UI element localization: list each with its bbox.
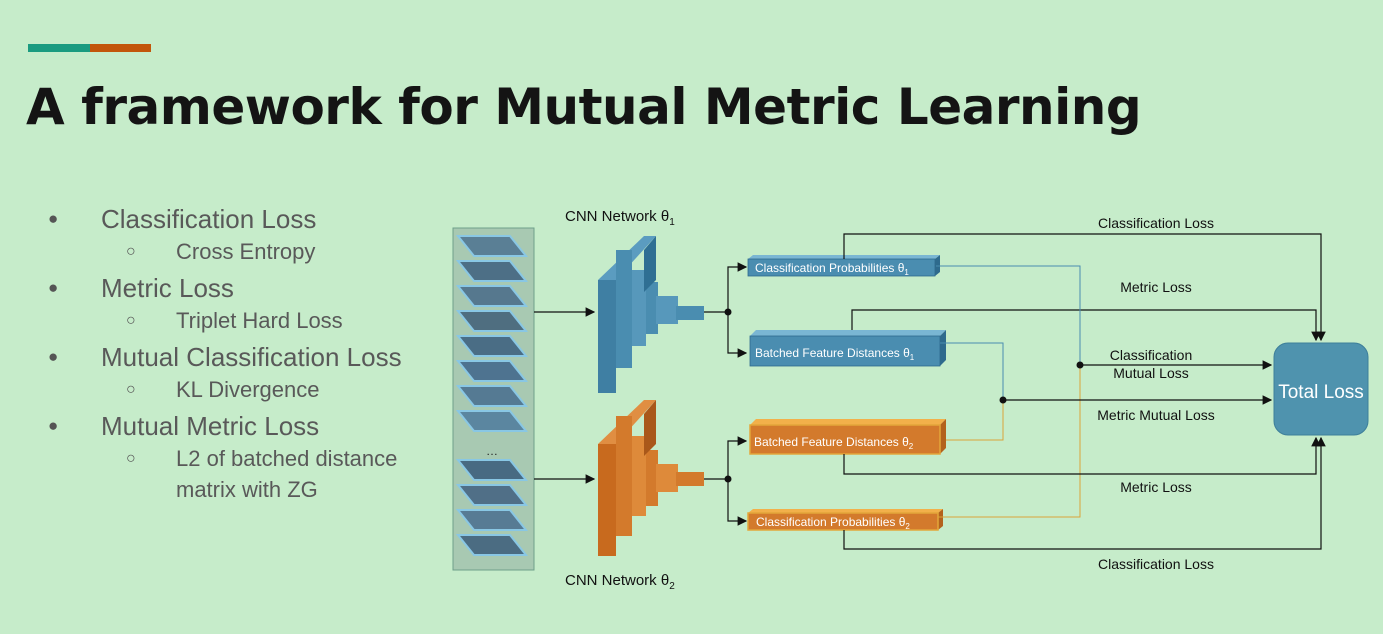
svg-text:Batched Feature Distances θ2: Batched Feature Distances θ2 bbox=[754, 435, 914, 451]
cnn-network-2 bbox=[598, 400, 704, 556]
bullet-classification-loss: Classification Loss bbox=[44, 202, 436, 236]
sub-bullet-triplet-hard-loss: Triplet Hard Loss bbox=[44, 305, 436, 336]
bullet-metric-loss: Metric Loss bbox=[44, 271, 436, 305]
bullet-mutual-classification-loss: Mutual Classification Loss bbox=[44, 340, 436, 374]
svg-text:Classification Probabilities θ: Classification Probabilities θ1 bbox=[755, 261, 909, 277]
input-image-batch: … bbox=[452, 227, 535, 571]
box-batched-feature-distances-2: Batched Feature Distances θ2 bbox=[749, 419, 946, 455]
edge-classification-loss-top bbox=[843, 233, 1326, 342]
bullet-list: Classification Loss Cross Entropy Metric… bbox=[44, 202, 436, 509]
person-image-stack-bottom bbox=[455, 459, 529, 556]
cnn-network-2-label: CNN Network θ2 bbox=[565, 572, 675, 592]
accent-bar-orange bbox=[90, 44, 151, 52]
label-metric-loss-top: Metric Loss bbox=[1120, 279, 1192, 295]
label-metric-mutual-loss: Metric Mutual Loss bbox=[1097, 407, 1214, 423]
label-classification-mutual-1: Classification bbox=[1110, 347, 1192, 363]
label-metric-loss-bottom: Metric Loss bbox=[1120, 479, 1192, 495]
label-classification-mutual-2: Mutual Loss bbox=[1113, 365, 1188, 381]
edge-metric-loss-top bbox=[851, 309, 1321, 342]
bullet-mutual-metric-loss: Mutual Metric Loss bbox=[44, 409, 436, 443]
person-image-stack-top bbox=[455, 235, 529, 432]
slide-title: A framework for Mutual Metric Learning bbox=[26, 78, 1142, 136]
total-loss-node: Total Loss bbox=[1273, 342, 1369, 436]
svg-text:Classification Probabilities θ: Classification Probabilities θ2 bbox=[756, 515, 910, 531]
cnn-network-1-label: CNN Network θ1 bbox=[565, 208, 675, 228]
label-classification-loss-top: Classification Loss bbox=[1098, 215, 1214, 231]
box-classification-probabilities-2: Classification Probabilities θ2 bbox=[747, 509, 943, 531]
edge-classification-loss-bottom bbox=[843, 436, 1326, 550]
svg-text:Total Loss: Total Loss bbox=[1278, 382, 1364, 403]
sub-bullet-cross-entropy: Cross Entropy bbox=[44, 236, 436, 267]
accent-bar-teal bbox=[28, 44, 90, 52]
ellipsis-icon: … bbox=[486, 444, 498, 458]
label-classification-loss-bottom: Classification Loss bbox=[1098, 556, 1214, 572]
edge-metric-loss-bottom bbox=[843, 436, 1321, 475]
cnn-network-1 bbox=[598, 236, 704, 393]
box-batched-feature-distances-1: Batched Feature Distances θ1 bbox=[749, 330, 946, 367]
box-classification-probabilities-1: Classification Probabilities θ1 bbox=[747, 255, 940, 277]
sub-bullet-l2-distance-matrix: L2 of batched distance matrix with ZG bbox=[44, 443, 436, 505]
svg-text:Batched Feature Distances θ1: Batched Feature Distances θ1 bbox=[755, 346, 915, 362]
sub-bullet-kl-divergence: KL Divergence bbox=[44, 374, 436, 405]
